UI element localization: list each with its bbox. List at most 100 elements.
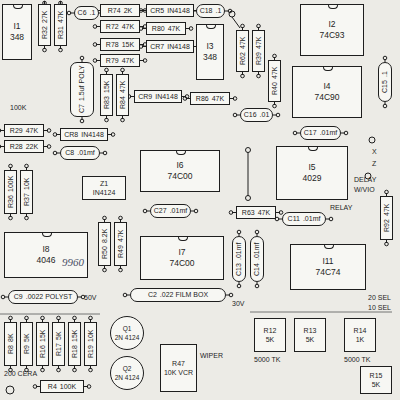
part-designator: C17 (304, 129, 317, 137)
part-designator: R36 (7, 195, 15, 208)
part-designator: R9 (23, 345, 31, 354)
part-value: .01mf (320, 129, 338, 137)
resistor-body: R1815K (68, 322, 81, 366)
resistor-body: R8315K (100, 74, 113, 116)
solder-pad (103, 268, 107, 272)
part-designator: I3 (206, 42, 213, 51)
part-value: 47K (26, 127, 38, 135)
resistor-body: R6247K (236, 30, 249, 72)
solder-pad (25, 164, 29, 168)
part-value: .01mf (170, 207, 188, 215)
part-value: 8K (7, 334, 15, 343)
solder-pad (237, 284, 241, 288)
capacitor-body: C6.1 (74, 6, 99, 20)
resistor-body: R9247K (380, 196, 393, 240)
part-value: 74C00 (167, 172, 192, 181)
resistor-body: R3147K (54, 4, 67, 46)
solder-pad (383, 104, 387, 108)
part-designator: R74 (108, 7, 121, 15)
part-value: .1 (381, 71, 389, 77)
part-designator: CR7 (150, 43, 164, 51)
capacitor-body: C16.01 (240, 108, 273, 122)
resistor-body: R6347K (236, 206, 276, 219)
solder-pad (73, 316, 77, 320)
part-value: 5K (372, 381, 381, 389)
part-designator: R80 (152, 25, 165, 33)
solder-pad (183, 97, 187, 101)
part-designator: Q2 (123, 365, 132, 372)
solder-pad (233, 97, 237, 101)
board-marking: 10 SEL (368, 304, 391, 312)
part-value: 15K (71, 330, 79, 342)
capacitor-body: C27.01mf (150, 204, 191, 218)
solder-pad (123, 293, 127, 297)
part-designator: R18 (71, 345, 79, 358)
part-designator: R62 (239, 52, 247, 65)
solder-pad (121, 68, 125, 72)
part-value: 15K (122, 41, 134, 49)
part-designator: I1 (13, 22, 20, 31)
resistor-body: R2822K (4, 140, 44, 153)
part-designator: R86 (196, 95, 209, 103)
pads (0, 1, 388, 388)
part-designator: I2 (328, 20, 335, 29)
solder-pad (57, 368, 61, 372)
trim-pot: R135K (294, 318, 326, 352)
part-designator: C15 (381, 80, 389, 93)
part-value: 74C74 (315, 268, 340, 277)
trace (250, 312, 392, 313)
transistor-outline: Q12N 4124 (110, 316, 144, 350)
part-value: 348 (10, 33, 24, 42)
resistor-body: R3947K (252, 30, 265, 72)
part-designator: R29 (10, 127, 23, 135)
ic-package: I774C00 (140, 236, 224, 280)
part-designator: R28 (10, 143, 23, 151)
solder-pad (229, 211, 233, 215)
capacitor-body: C9.0022 POLYST (8, 290, 78, 304)
solder-pad (47, 129, 51, 133)
part-value: 100K (7, 176, 15, 192)
part-designator: I7 (178, 248, 185, 257)
resistor-body: R36 100K (4, 170, 17, 214)
part-designator: I5 (308, 163, 315, 172)
solder-pad (0, 145, 1, 149)
solder-pad (57, 316, 61, 320)
solder-pad (105, 118, 109, 122)
part-designator: CR8 (64, 131, 78, 139)
board-marking: 200 CERA (4, 370, 37, 378)
trim-pot: R4710K VCR (160, 344, 197, 392)
part-value: 47K (212, 95, 224, 103)
part-designator: C13 (235, 263, 243, 276)
solder-pad (93, 59, 97, 63)
resistor-body: R3227K (38, 4, 51, 46)
solder-pad (80, 56, 84, 60)
part-value: .0022 POLYST (26, 293, 73, 301)
ic-package: I474C90 (292, 66, 362, 118)
part-value: .01mf (303, 215, 321, 223)
part-designator: CR5 (150, 7, 164, 15)
part-value: 8.2K (101, 229, 109, 243)
board-marking: X (372, 148, 377, 156)
ic-package: I1174C74 (290, 244, 366, 290)
part-value: 5K (266, 336, 275, 344)
part-value: IN4124 (93, 189, 116, 197)
part-designator: R79 (106, 57, 119, 65)
solder-pad (41, 368, 45, 372)
part-value: 348 (203, 53, 217, 62)
part-value: 2N 4124 (115, 334, 140, 341)
part-designator: R14 (354, 327, 367, 335)
solder-pad (25, 216, 29, 220)
solder-pad (273, 104, 277, 108)
part-designator: C9 (14, 293, 23, 301)
solder-pad (237, 230, 241, 234)
resistor-body: R7815K (100, 38, 140, 51)
part-value: .01mf (77, 149, 95, 157)
part-value: 5K (306, 336, 315, 344)
solder-pad (279, 211, 283, 215)
solder-pad (93, 43, 97, 47)
part-value: .01mf (253, 242, 261, 260)
capacitor-body: C71.5uf POLY (70, 62, 94, 117)
trim-pot: R125K (254, 318, 286, 352)
part-value: 47K (122, 57, 134, 65)
solder-pad (89, 316, 93, 320)
